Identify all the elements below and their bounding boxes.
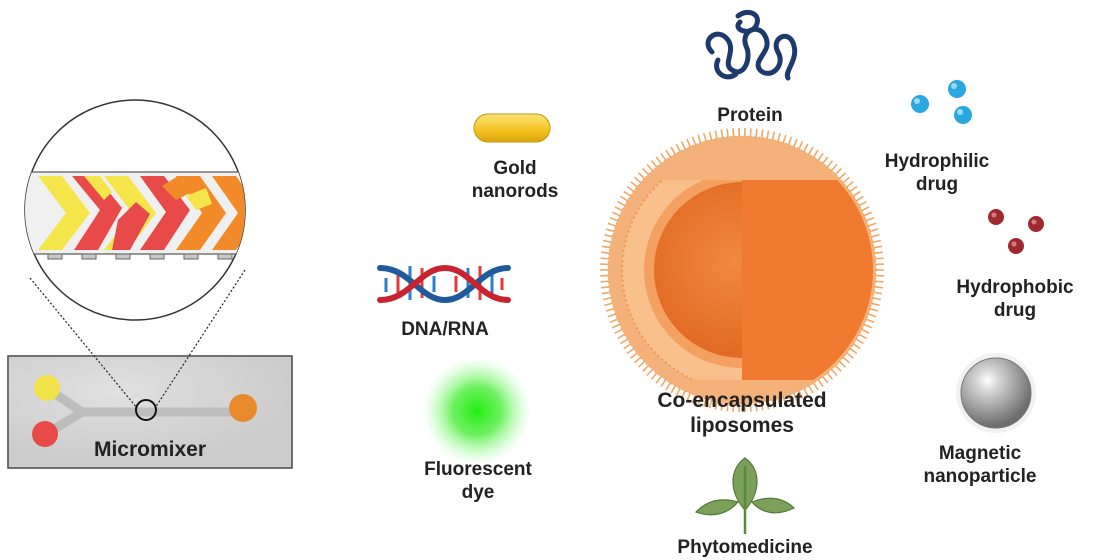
dna-rna-label-text: DNA/RNA <box>401 319 489 340</box>
liposome-label: Co-encapsulated liposomes <box>622 388 862 438</box>
magnetic-sphere-icon <box>956 353 1036 433</box>
phytomedicine-label-text: Phytomedicine <box>677 537 813 558</box>
outlet-orange-icon <box>229 394 257 422</box>
inlet-yellow-icon <box>34 375 60 401</box>
hydrophilic-drug-label-line: Hydrophilic <box>884 151 990 172</box>
dna-rna-label: DNA/RNA <box>380 318 510 341</box>
gold-nanorods-label: Gold nanorods <box>450 157 580 203</box>
fluorescent-dye-label-line: dye <box>461 482 495 503</box>
micromixer-chip <box>7 355 293 469</box>
gold-nanorods-label-line: Gold <box>493 158 537 179</box>
liposome-icon <box>600 128 884 412</box>
magnetic-nanoparticle-label-line: nanoparticle <box>923 466 1037 487</box>
protein-label: Protein <box>680 104 820 127</box>
dna-helix-icon <box>377 264 511 304</box>
hydrophobic-drug-icon <box>988 209 1044 254</box>
micromixer-label: Micromixer <box>80 437 220 462</box>
fluorescent-dye-label-line: Fluorescent <box>424 459 532 480</box>
protein-label-text: Protein <box>717 105 783 126</box>
magnetic-nanoparticle-label: Magnetic nanoparticle <box>905 442 1055 488</box>
gold-nanorod-icon <box>473 113 551 143</box>
hydrophobic-drug-label: Hydrophobic drug <box>940 276 1090 322</box>
liposome-core <box>654 182 742 358</box>
leaf-icon <box>694 457 796 534</box>
liposome-label-line: Co-encapsulated <box>657 389 827 412</box>
zoom-lines <box>29 269 246 409</box>
magnified-channel <box>24 99 246 321</box>
hydrophilic-drug-label: Hydrophilic drug <box>872 150 1002 196</box>
inlet-red-icon <box>32 421 58 447</box>
gold-nanorods-label-line: nanorods <box>471 181 559 202</box>
micromixer-label-text: Micromixer <box>93 438 207 461</box>
hydrophilic-drug-icon <box>911 80 972 124</box>
magnetic-nanoparticle-label-line: Magnetic <box>938 443 1022 464</box>
hydrophilic-drug-label-line: drug <box>915 174 959 195</box>
hydrophobic-drug-label-line: Hydrophobic <box>956 277 1074 298</box>
hydrophobic-drug-label-line: drug <box>993 300 1037 321</box>
fluorescent-dye-icon <box>423 357 531 465</box>
fluorescent-dye-label: Fluorescent dye <box>408 458 548 504</box>
protein-coil-icon <box>705 9 798 81</box>
zoom-region-marker <box>135 399 157 421</box>
phytomedicine-label: Phytomedicine <box>650 536 840 559</box>
liposome-label-line: liposomes <box>690 414 794 437</box>
liposome-outer-half <box>742 180 873 380</box>
